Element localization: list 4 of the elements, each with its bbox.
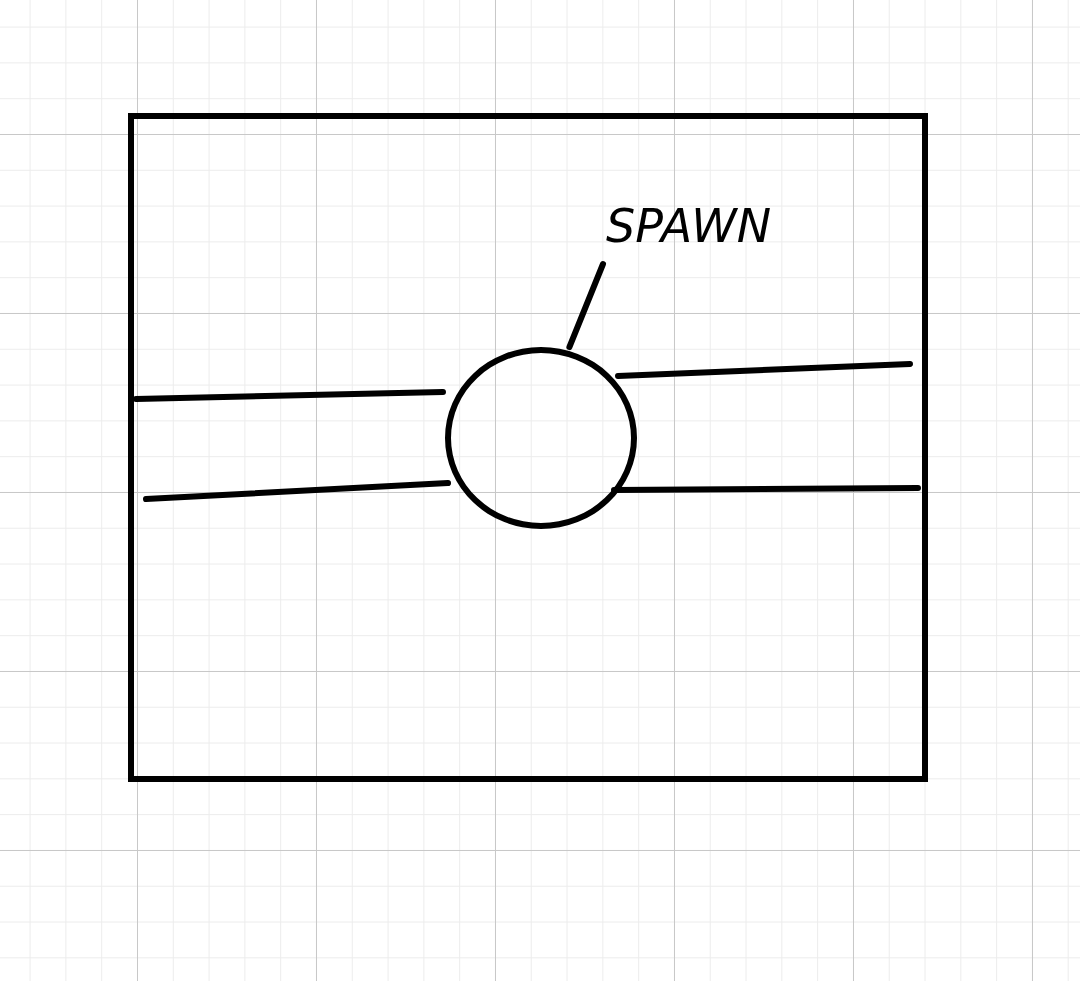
leader-line [566,261,606,351]
spawn-label: SPAWN [606,191,836,261]
spawn-circle [445,347,637,529]
room-outline [128,113,928,782]
